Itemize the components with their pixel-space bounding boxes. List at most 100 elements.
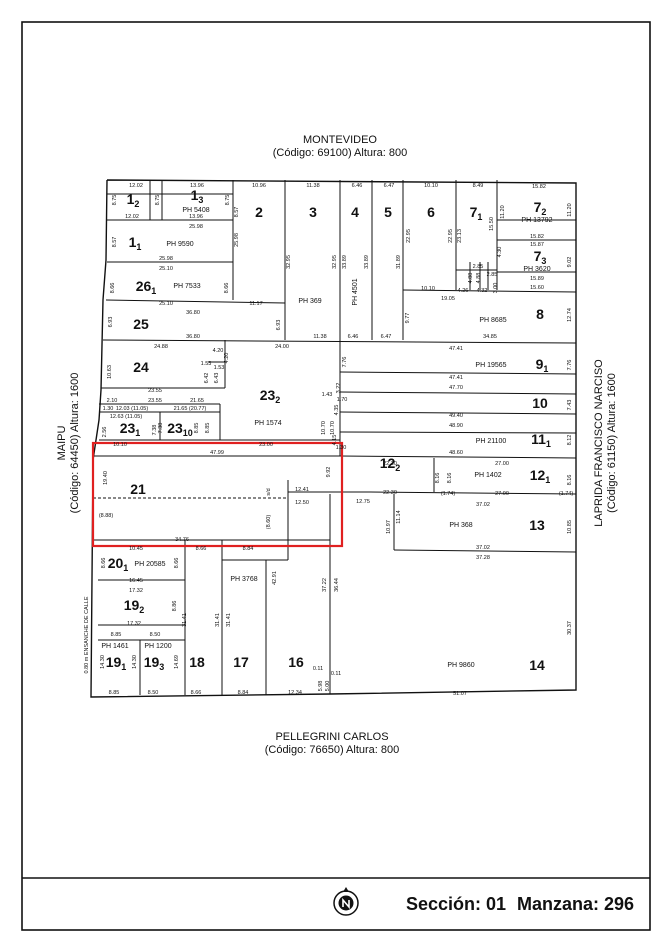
dim-label: 19.40 xyxy=(103,471,109,485)
dim-label: 6.46 xyxy=(352,183,363,189)
parcel-23-1: 231 xyxy=(120,420,141,438)
parcel-19-2: 192 xyxy=(124,597,145,615)
dim-label: 36.44 xyxy=(334,578,340,592)
dim-label: 12.03 (11.05) xyxy=(116,406,148,412)
street-north-detail: (Código: 69100) Altura: 800 xyxy=(272,147,408,159)
dim-label: 27.00 xyxy=(495,491,509,497)
ph-5408: PH 5408 xyxy=(182,207,209,214)
dim-label: 6.42 xyxy=(204,373,210,384)
dim-label: 4.15 xyxy=(332,435,338,446)
dim-label: 31.41 xyxy=(215,613,221,627)
parcel-13: 13 xyxy=(529,517,545,533)
dim-label: 8.85 xyxy=(194,423,200,434)
dim-label: 10.70 xyxy=(330,421,336,435)
dim-label: 12.74 xyxy=(567,308,573,322)
dim-label: 34.85 xyxy=(483,334,497,340)
dim-label: 14.30 xyxy=(100,655,106,669)
north-arrow-icon xyxy=(333,887,359,916)
dim-label: 9.02 xyxy=(567,257,573,268)
dim-label: 36.80 xyxy=(186,334,200,340)
dim-label: 11.38 xyxy=(306,183,319,189)
dim-label: 2.85 xyxy=(487,272,498,278)
dim-label: 0.11 xyxy=(331,671,341,677)
parcel-1-1: 11 xyxy=(129,234,142,252)
parcel-1-3: 13 xyxy=(191,187,204,205)
dim-label: 12.50 xyxy=(295,500,309,506)
dim-label: 31.89 xyxy=(396,255,402,269)
dim-label: 1.30 xyxy=(336,445,347,451)
dim-label: 4.88 xyxy=(476,273,482,284)
dim-label: 7.38 xyxy=(152,425,158,436)
dim-label: 6.43 xyxy=(214,373,220,384)
street-south-detail: (Código: 76650) Altura: 800 xyxy=(264,744,400,756)
dim-label: 8.57 xyxy=(112,237,118,248)
parcel-21: 21 xyxy=(130,481,146,497)
dim-label: s/d xyxy=(266,488,272,495)
dim-label: 12.75 xyxy=(356,499,370,505)
dim-label: 8.16 xyxy=(567,475,573,486)
dim-label: 8.12 xyxy=(567,435,573,446)
dim-label: 15.50 xyxy=(489,217,495,231)
ph-3620: PH 3620 xyxy=(523,266,550,273)
dim-label: 8.85 xyxy=(205,423,211,434)
dim-label: 8.85 xyxy=(109,690,120,696)
dim-label: 25.98 xyxy=(159,256,173,262)
dim-label: 8.75 xyxy=(112,195,118,206)
dim-label: 8.75 xyxy=(155,195,161,206)
street-east: LAPRIDA FRANCISCO NARCISO (Código: 61150… xyxy=(593,343,619,543)
block-label: Manzana: 296 xyxy=(517,894,635,914)
dim-label: 4.32 xyxy=(477,288,488,294)
dim-label: 22.30 xyxy=(383,461,397,467)
dim-label: 11.17 xyxy=(249,301,262,307)
dim-label: (1.74) xyxy=(441,491,456,497)
street-south: PELLEGRINI CARLOS (Código: 76650) Altura… xyxy=(232,731,432,757)
parcel-23-10: 2310 xyxy=(167,420,193,438)
dim-label: (8.88) xyxy=(99,513,114,519)
dim-label: 4.20 xyxy=(213,348,224,354)
street-west-detail: (Código: 64450) Altura: 1600 xyxy=(69,372,81,514)
parcel-3: 3 xyxy=(309,204,317,220)
dim-label: 10.10 xyxy=(113,442,127,448)
dim-label: 37.22 xyxy=(322,578,328,592)
dim-label: 3.00 xyxy=(493,283,499,294)
ph-labels: PH 5408 PH 9590 PH 369 PH 4501 PH 13792 … xyxy=(101,207,552,669)
dim-label: 34.76 xyxy=(175,537,189,543)
dim-label: 6.47 xyxy=(381,334,392,340)
dim-label: 37.02 xyxy=(476,545,490,551)
parcel-1-2: 12 xyxy=(127,191,140,209)
parcel-25: 25 xyxy=(133,316,149,332)
street-south-name: PELLEGRINI CARLOS xyxy=(275,731,389,743)
parcel-12-2: 122 xyxy=(380,455,401,473)
dim-label: 24.88 xyxy=(154,344,168,350)
dim-label: 8.66 xyxy=(174,558,180,569)
street-widening-note: 0.80 m ENSANCHE DE CALLE xyxy=(84,596,90,673)
dim-label: 22.95 xyxy=(448,229,454,243)
dim-label: 2.85 xyxy=(473,264,484,270)
ph-1461: PH 1461 xyxy=(101,643,128,650)
ph-3768: PH 3768 xyxy=(230,576,257,583)
dim-label: 4.35 xyxy=(334,405,340,416)
dim-label: 8.16 xyxy=(447,473,453,484)
parcel-17: 17 xyxy=(233,654,249,670)
dim-label: 8.50 xyxy=(148,690,159,696)
dim-label: 2.56 xyxy=(102,427,108,438)
dim-label: 25.98 xyxy=(234,233,240,247)
parcel-5: 5 xyxy=(384,204,392,220)
dim-label: 11.20 xyxy=(500,205,506,218)
dim-label: 10.63 xyxy=(107,365,113,379)
ph-7533: PH 7533 xyxy=(173,283,200,290)
dim-label: 19.05 xyxy=(441,296,455,302)
dim-label: 10.10 xyxy=(424,183,438,189)
dim-label: 22.30 xyxy=(383,490,397,496)
dim-label: 7.38 xyxy=(158,423,164,434)
dim-label: 7.76 xyxy=(342,357,348,368)
dim-label: 14.30 xyxy=(132,655,138,669)
footer: Sección: 01 Manzana: 296 xyxy=(22,878,650,930)
dim-label: 11.14 xyxy=(396,510,402,523)
dim-label: 24.00 xyxy=(275,344,289,350)
dim-label: 4.26 xyxy=(458,288,469,294)
parcel-10: 10 xyxy=(532,395,548,411)
dim-label: 8.16 xyxy=(435,473,441,484)
dim-label: 25.10 xyxy=(159,301,173,307)
